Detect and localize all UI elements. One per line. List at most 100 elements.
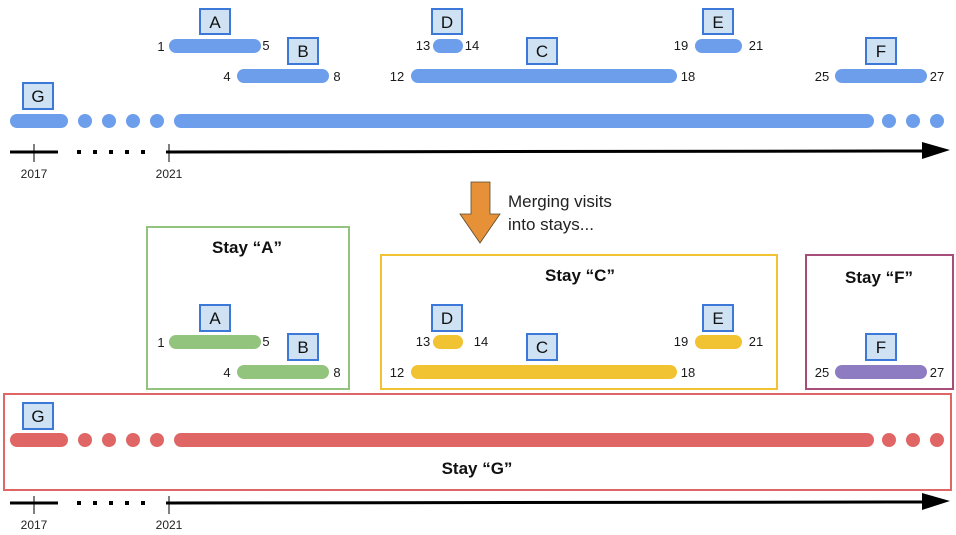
visit-start-D: 13 bbox=[416, 38, 430, 53]
visit-end-B: 8 bbox=[333, 365, 340, 380]
top-visits-panel: 1 5 A 4 8 B 13 14 D 12 18 C bbox=[10, 8, 950, 181]
visit-bar-A bbox=[169, 335, 261, 349]
visit-F: 25 27 F bbox=[815, 37, 944, 84]
visit-tag-F bbox=[865, 37, 897, 65]
visit-bar-A bbox=[169, 39, 261, 53]
visit-start-E: 19 bbox=[674, 334, 688, 349]
visit-start-C: 12 bbox=[390, 365, 404, 380]
visit-B: 4 8 B bbox=[223, 37, 341, 84]
stay-title-F: Stay “F” bbox=[845, 268, 913, 287]
visit-bar-G bbox=[10, 433, 944, 447]
visit-start-A: 1 bbox=[157, 39, 164, 54]
gap-dot bbox=[906, 114, 920, 128]
visit-tag-label-G: G bbox=[31, 407, 44, 426]
visit-tag-label-A: A bbox=[209, 309, 221, 328]
axis-arrowhead bbox=[922, 493, 950, 510]
visit-tag-C bbox=[526, 333, 558, 361]
visit-bar-B bbox=[237, 365, 329, 379]
visit-bar-B bbox=[237, 69, 329, 83]
stay-box-F bbox=[805, 254, 954, 390]
stay-box-A bbox=[146, 226, 350, 390]
visit-tag-E bbox=[702, 304, 734, 332]
visit-tag-C bbox=[526, 37, 558, 65]
visit-start-F: 25 bbox=[815, 365, 829, 380]
visit-tag-A bbox=[199, 8, 231, 35]
visit-tag-B bbox=[287, 37, 319, 65]
visit-bar-F bbox=[835, 69, 927, 83]
axis-ellipsis bbox=[77, 150, 145, 154]
visit-end-F: 27 bbox=[930, 365, 944, 380]
visit-bar-D bbox=[433, 335, 463, 349]
visit-bar-G-segment-main bbox=[174, 114, 874, 128]
gap-dot bbox=[882, 433, 896, 447]
stay-G: G Stay “G” bbox=[3, 393, 952, 491]
gap-dot bbox=[930, 433, 944, 447]
visit-tag-label-B: B bbox=[297, 338, 308, 357]
visit-start-D: 13 bbox=[416, 334, 430, 349]
gap-dot bbox=[102, 433, 116, 447]
stay-C: Stay “C” 13 14 D 12 18 C 19 21 E bbox=[380, 254, 778, 390]
gap-dot bbox=[906, 433, 920, 447]
bottom-time-axis: 2017 2021 bbox=[10, 493, 950, 532]
gap-dot bbox=[78, 114, 92, 128]
gap-dot bbox=[150, 433, 164, 447]
stay-box-C bbox=[380, 254, 778, 390]
visit-tag-label-D: D bbox=[441, 309, 453, 328]
visit-end-F: 27 bbox=[930, 69, 944, 84]
visit-bar-C bbox=[411, 365, 677, 379]
gap-dot bbox=[126, 114, 140, 128]
visit-tag-G bbox=[22, 82, 54, 110]
visit-tag-A bbox=[199, 304, 231, 332]
axis-line-main bbox=[165, 149, 926, 154]
visit-end-B: 8 bbox=[333, 69, 340, 84]
visit-start-B: 4 bbox=[223, 69, 230, 84]
gap-dot bbox=[78, 433, 92, 447]
visit-start-B: 4 bbox=[223, 365, 230, 380]
visit-end-E: 21 bbox=[749, 38, 763, 53]
visit-tag-B bbox=[287, 333, 319, 361]
visit-tag-label-G: G bbox=[31, 87, 44, 106]
gap-dot bbox=[930, 114, 944, 128]
visit-E: 19 21 E bbox=[674, 8, 763, 53]
visit-tag-label-B: B bbox=[297, 42, 308, 61]
visit-G: G bbox=[10, 82, 944, 128]
visit-tag-D bbox=[431, 304, 463, 332]
visit-tag-label-D: D bbox=[441, 13, 453, 32]
axis-line-main bbox=[165, 500, 926, 505]
top-time-axis: 2017 2021 bbox=[10, 142, 950, 181]
visit-A: 1 5 A bbox=[157, 8, 270, 54]
visit-bar-G-segment-start bbox=[10, 433, 68, 447]
stay-A: Stay “A” 1 5 A 4 8 B bbox=[146, 226, 350, 390]
axis-arrowhead bbox=[922, 142, 950, 159]
visit-tag-F bbox=[865, 333, 897, 361]
stay-box-G bbox=[3, 393, 952, 491]
axis-year-2017: 2017 bbox=[21, 518, 48, 532]
visit-start-F: 25 bbox=[815, 69, 829, 84]
gap-dot bbox=[126, 433, 140, 447]
visit-tag-D bbox=[431, 8, 463, 35]
axis-ellipsis bbox=[77, 501, 145, 505]
visit-C: 12 18 C bbox=[390, 37, 695, 84]
visit-tag-G bbox=[22, 402, 54, 430]
visit-end-C: 18 bbox=[681, 365, 695, 380]
gap-dot bbox=[882, 114, 896, 128]
visit-tag-label-A: A bbox=[209, 13, 221, 32]
visit-end-A: 5 bbox=[262, 334, 269, 349]
visit-tag-label-C: C bbox=[536, 338, 548, 357]
merge-note-line2: into stays... bbox=[508, 215, 594, 234]
axis-year-2021: 2021 bbox=[156, 167, 183, 181]
merge-note-line1: Merging visits bbox=[508, 192, 612, 211]
visit-end-D: 14 bbox=[465, 38, 479, 53]
visit-tag-label-F: F bbox=[876, 42, 886, 61]
stay-title-G: Stay “G” bbox=[442, 459, 513, 478]
axis-year-2017: 2017 bbox=[21, 167, 48, 181]
gap-dot bbox=[102, 114, 116, 128]
visit-bar-E bbox=[695, 335, 742, 349]
visit-start-C: 12 bbox=[390, 69, 404, 84]
visit-bar-E bbox=[695, 39, 742, 53]
visit-end-E: 21 bbox=[749, 334, 763, 349]
visit-bar-D bbox=[433, 39, 463, 53]
visit-end-D: 14 bbox=[474, 334, 488, 349]
axis-year-2021: 2021 bbox=[156, 518, 183, 532]
